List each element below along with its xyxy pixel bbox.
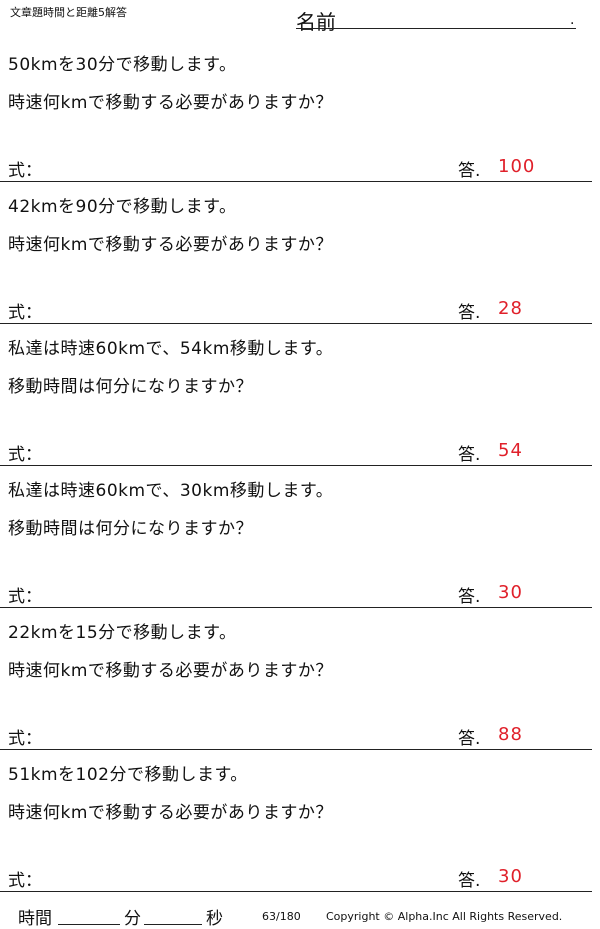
copyright-text: Copyright © Alpha.Inc All Rights Reserve… [326,910,563,923]
formula-label: 式： [8,871,42,891]
answer-value: 54 [498,440,523,461]
problem-text-line1: 私達は時速60kmで、54km移動します。 [8,339,334,359]
answer-label: 答. [458,161,481,181]
problem-text-line1: 私達は時速60kmで、30km移動します。 [8,481,334,501]
formula-label: 式： [8,161,42,181]
answer-label: 答. [458,871,481,891]
formula-label: 式： [8,303,42,323]
problem-text-line2: 時速何kmで移動する必要がありますか？ [8,803,333,823]
page-number: 63/180 [262,910,301,923]
problem-text-line1: 42kmを90分で移動します。 [8,197,237,217]
problem-text-line1: 22kmを15分で移動します。 [8,623,237,643]
answer-value: 100 [498,156,536,177]
time-label: 時間 [18,909,52,929]
problem-1: 50kmを30分で移動します。 時速何kmで移動する必要がありますか？ 式： 答… [0,40,592,182]
name-label: 名前 [296,10,336,34]
problem-text-line2: 移動時間は何分になりますか？ [8,377,253,397]
problem-2: 42kmを90分で移動します。 時速何kmで移動する必要がありますか？ 式： 答… [0,182,592,324]
seconds-label: 秒 [206,909,223,929]
answer-label: 答. [458,587,481,607]
formula-label: 式： [8,445,42,465]
answer-value: 88 [498,724,523,745]
problem-4: 私達は時速60kmで、30km移動します。 移動時間は何分になりますか？ 式： … [0,466,592,608]
problem-text-line2: 時速何kmで移動する必要がありますか？ [8,661,333,681]
answer-value: 28 [498,298,523,319]
answer-value: 30 [498,866,523,887]
formula-label: 式： [8,587,42,607]
answer-value: 30 [498,582,523,603]
formula-label: 式： [8,729,42,749]
problem-6: 51kmを102分で移動します。 時速何kmで移動する必要がありますか？ 式： … [0,750,592,892]
name-line [296,28,576,29]
worksheet-footer: 時間 分 秒 63/180 Copyright © Alpha.Inc All … [0,896,600,929]
problem-text-line1: 50kmを30分で移動します。 [8,55,237,75]
problem-text-line2: 時速何kmで移動する必要がありますか？ [8,93,333,113]
problem-5: 22kmを15分で移動します。 時速何kmで移動する必要がありますか？ 式： 答… [0,608,592,750]
name-dot: . [570,12,575,28]
answer-label: 答. [458,303,481,323]
answer-label: 答. [458,729,481,749]
minutes-blank [58,924,120,925]
answer-label: 答. [458,445,481,465]
problem-3: 私達は時速60kmで、54km移動します。 移動時間は何分になりますか？ 式： … [0,324,592,466]
problem-text-line1: 51kmを102分で移動します。 [8,765,248,785]
problem-text-line2: 移動時間は何分になりますか？ [8,519,253,539]
problem-text-line2: 時速何kmで移動する必要がありますか？ [8,235,333,255]
minutes-label: 分 [124,909,141,929]
seconds-blank [144,924,202,925]
worksheet-title: 文章題時間と距離5解答 [10,6,127,19]
